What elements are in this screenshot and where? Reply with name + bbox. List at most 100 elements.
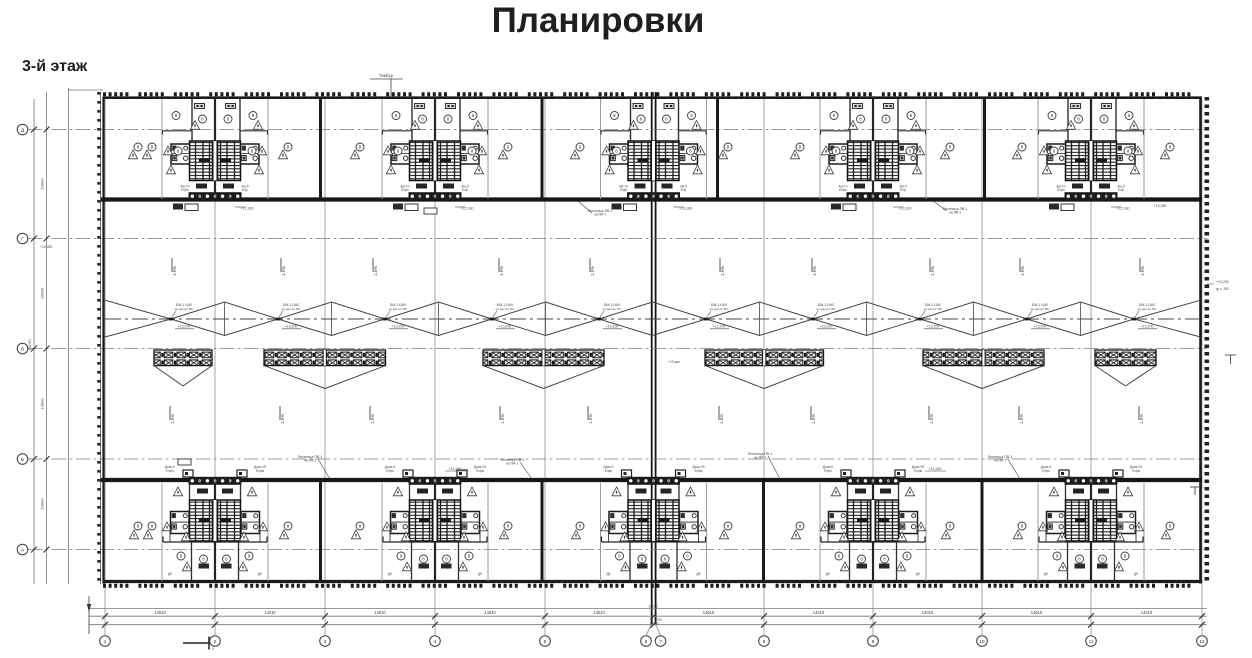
svg-text:Е/фн: Е/фн (1057, 188, 1065, 192)
svg-text:4м-9: 4м-9 (680, 185, 687, 189)
svg-text:ДБ: ДБ (1134, 572, 1138, 576)
svg-text:В: В (21, 346, 24, 351)
svg-text:ДБ: ДБ (916, 572, 920, 576)
svg-text:+13,180: +13,180 (240, 207, 253, 211)
svg-text:8: 8 (507, 145, 510, 150)
svg-text:Е/фн: Е/фн (386, 469, 394, 473)
svg-text:Е/фн: Е/фн (166, 469, 174, 473)
svg-text:1.5%: 1.5% (281, 266, 286, 276)
svg-text:8: 8 (1103, 117, 1106, 122)
svg-text:+13,200: +13,200 (1216, 280, 1229, 284)
svg-text:+13,200: +13,200 (392, 325, 405, 329)
svg-text:14010: 14010 (813, 610, 825, 615)
svg-text:8: 8 (664, 557, 667, 562)
svg-text:4м-7п: 4м-7п (838, 185, 847, 189)
svg-text:+13,180: +13,180 (460, 207, 473, 211)
svg-text:Дым-б: Дым-б (385, 465, 395, 469)
svg-text:8: 8 (177, 149, 180, 154)
svg-text:11: 11 (1089, 639, 1094, 644)
svg-text:8: 8 (579, 145, 582, 150)
svg-text:2: 2 (214, 639, 217, 644)
svg-text:Е/фн: Е/фн (605, 469, 613, 473)
svg-text:ДБ: ДБ (606, 572, 610, 576)
svg-text:1.5%: 1.5% (499, 266, 504, 276)
svg-text:8: 8 (949, 524, 952, 529)
svg-text:8: 8 (1127, 149, 1130, 154)
svg-text:+13,200: +13,200 (499, 325, 512, 329)
svg-text:Планировки: Планировки (492, 1, 705, 40)
svg-text:8: 8 (421, 117, 424, 122)
svg-text:Лестница ПВ-1: Лестница ПВ-1 (747, 452, 772, 456)
svg-text:БМ-1 t160: БМ-1 t160 (1032, 303, 1048, 307)
svg-text:8: 8 (689, 149, 692, 154)
svg-text:8: 8 (1021, 524, 1024, 529)
svg-text:ДБ: ДБ (388, 572, 392, 576)
svg-text:ед.расчет ВС: ед.расчет ВС (389, 307, 409, 311)
svg-text:Е/ф: Е/ф (900, 188, 906, 192)
svg-text:8: 8 (137, 145, 140, 150)
svg-text:на ЛМ-1: на ЛМ-1 (949, 211, 961, 215)
svg-text:Лестница ПВ-1: Лестница ПВ-1 (297, 455, 322, 459)
svg-text:Дым-Уб: Дым-Уб (254, 465, 266, 469)
svg-text:БМ-1 t160: БМ-1 t160 (176, 303, 192, 307)
svg-text:8: 8 (287, 524, 290, 529)
svg-text:4м-7п: 4м-7п (1056, 185, 1065, 189)
svg-text:14010: 14010 (649, 621, 658, 625)
svg-text:8: 8 (151, 524, 154, 529)
svg-text:8: 8 (507, 524, 510, 529)
svg-text:8: 8 (252, 113, 255, 118)
svg-text:4м-7п: 4м-7п (400, 185, 409, 189)
svg-text:700: 700 (656, 618, 662, 622)
svg-text:ур.з. 260: ур.з. 260 (1216, 287, 1229, 291)
svg-text:14010: 14010 (484, 610, 496, 615)
svg-text:8: 8 (468, 554, 471, 559)
svg-text:Дым-б: Дым-б (165, 465, 175, 469)
svg-text:БМ-1 t160: БМ-1 t160 (711, 303, 727, 307)
svg-text:+13,180: +13,180 (448, 467, 461, 471)
svg-text:14010: 14010 (593, 610, 605, 615)
svg-text:8: 8 (727, 145, 730, 150)
svg-text:8: 8 (1169, 145, 1172, 150)
svg-text:Е/фм: Е/фм (256, 469, 264, 473)
svg-text:8: 8 (225, 557, 228, 562)
svg-text:14010: 14010 (264, 610, 276, 615)
svg-text:на ЛМ-1: на ЛМ-1 (754, 456, 766, 460)
svg-text:+13,200: +13,200 (1034, 325, 1047, 329)
svg-text:1.5%: 1.5% (1019, 414, 1024, 424)
svg-text:Е/фн: Е/фн (401, 188, 409, 192)
svg-text:10: 10 (979, 639, 985, 644)
svg-text:Лестница ПВ-1: Лестница ПВ-1 (987, 455, 1012, 459)
svg-text:Е/ф: Е/ф (462, 188, 468, 192)
svg-text:1.5%: 1.5% (1139, 414, 1144, 424)
svg-text:8: 8 (883, 557, 886, 562)
svg-text:8: 8 (1053, 149, 1056, 154)
svg-text:+13,200: +13,200 (820, 325, 833, 329)
svg-text:А: А (21, 547, 25, 552)
svg-text:8: 8 (665, 117, 668, 122)
svg-text:8: 8 (1021, 145, 1024, 150)
svg-text:1.5%: 1.5% (373, 266, 378, 276)
svg-text:8: 8 (641, 557, 644, 562)
svg-text:8: 8 (175, 113, 178, 118)
svg-text:Дым-Уб: Дым-Уб (1130, 465, 1142, 469)
svg-text:1.5%: 1.5% (929, 414, 934, 424)
svg-text:1.5%: 1.5% (172, 266, 177, 276)
svg-text:ДБ: ДБ (258, 572, 262, 576)
svg-text:3-й этаж: 3-й этаж (22, 58, 88, 75)
svg-text:8: 8 (640, 117, 643, 122)
svg-text:Е/фн: Е/фн (824, 469, 832, 473)
svg-text:8: 8 (151, 145, 154, 150)
svg-text:8: 8 (835, 149, 838, 154)
svg-text:8: 8 (799, 524, 802, 529)
svg-text:8: 8 (833, 113, 836, 118)
svg-text:Дым-Уб: Дым-Уб (692, 465, 704, 469)
svg-text:8: 8 (618, 554, 621, 559)
svg-text:Е/фм: Е/фм (1132, 469, 1140, 473)
svg-text:5: 5 (544, 639, 547, 644)
svg-text:1.5%: 1.5% (1140, 266, 1145, 276)
svg-text:Е/фн: Е/фн (620, 188, 628, 192)
svg-text:8: 8 (1124, 554, 1127, 559)
svg-text:8: 8 (860, 557, 863, 562)
svg-text:8: 8 (909, 149, 912, 154)
svg-text:1.5%: 1.5% (720, 266, 725, 276)
